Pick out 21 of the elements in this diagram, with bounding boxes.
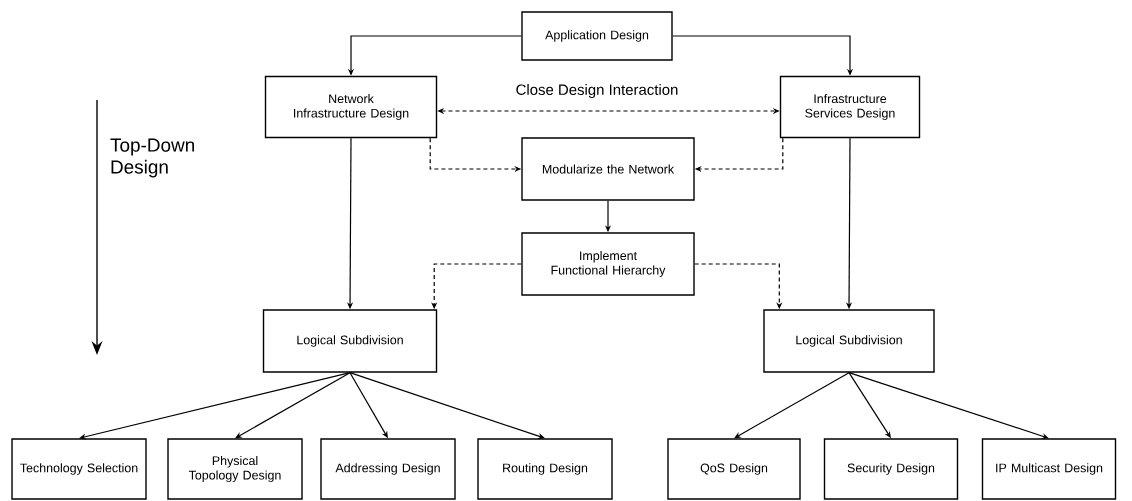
process-box: Logical Subdivision	[763, 309, 935, 373]
process-box: IP Multicast Design	[981, 438, 1117, 500]
label-text: Top-Down Design	[110, 138, 194, 178]
edge-label: Close Design Interaction	[514, 83, 680, 99]
process-box: Modularize the Network	[521, 137, 695, 201]
process-box: Routing Design	[477, 438, 613, 500]
process-box: Infrastructure Services Design	[779, 75, 921, 139]
process-box: Security Design	[823, 438, 959, 500]
process-box: Logical Subdivision	[262, 309, 438, 373]
process-box: Technology Selection	[11, 438, 147, 500]
arrow	[79, 372, 351, 440]
process-box: QoS Design	[667, 438, 801, 500]
process-box: Application Design	[521, 11, 673, 61]
arrow	[349, 372, 545, 439]
process-box: Physical Topology Design	[167, 438, 303, 500]
arrow	[734, 372, 850, 439]
arrow	[848, 372, 1049, 439]
arrow	[235, 372, 351, 439]
process-box: Implement Functional Hierarchy	[521, 232, 695, 296]
process-box: Addressing Design	[320, 438, 456, 500]
process-box: Network Infrastructure Design	[264, 75, 438, 139]
